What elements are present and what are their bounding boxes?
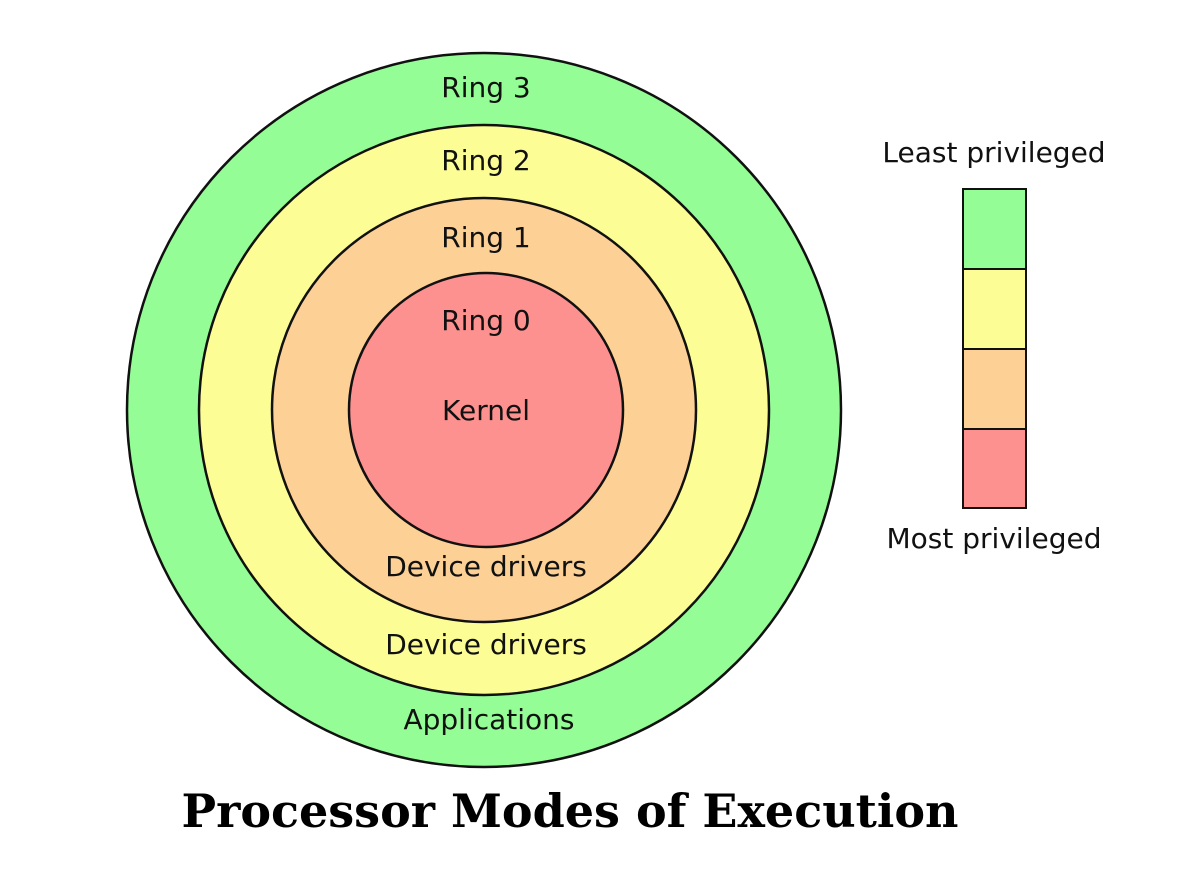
ring2-role: Device drivers <box>385 628 587 661</box>
legend-top-label: Least privileged <box>882 136 1105 169</box>
ring1-role: Device drivers <box>385 550 587 583</box>
ring3-role: Applications <box>403 703 574 736</box>
legend-swatch-ring0 <box>962 428 1027 509</box>
legend-swatch-ring3 <box>962 188 1027 270</box>
page-title: Processor Modes of Execution <box>182 784 959 838</box>
legend-bottom-label: Most privileged <box>887 522 1102 555</box>
legend-swatch-ring1 <box>962 348 1027 430</box>
ring0-role: Kernel <box>442 394 530 427</box>
legend-swatch-ring2 <box>962 268 1027 350</box>
privilege-legend: Least privileged Most privileged <box>882 136 1105 555</box>
ring3-name: Ring 3 <box>441 71 530 104</box>
ring1-name: Ring 1 <box>441 221 530 254</box>
ring0-disc <box>347 271 625 549</box>
rings-group <box>125 51 843 769</box>
ring2-name: Ring 2 <box>441 144 530 177</box>
ring0-name: Ring 0 <box>441 304 530 337</box>
